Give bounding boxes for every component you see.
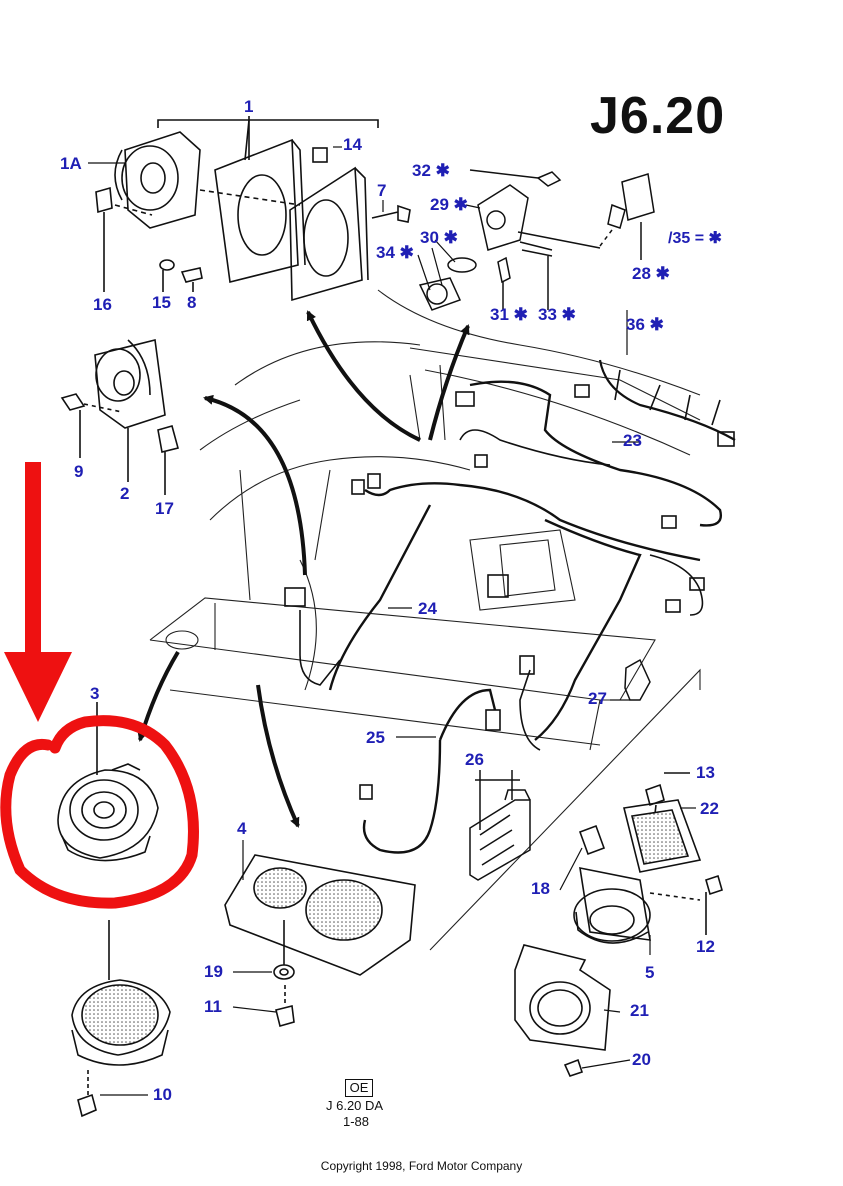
callout-9: 9	[74, 462, 84, 481]
callout-36: 36 ✱	[626, 315, 664, 334]
page-code: J6.20	[590, 87, 726, 145]
callout-31: 31 ✱	[490, 305, 528, 324]
leader-lines	[88, 146, 696, 1096]
callout-19: 19	[204, 962, 223, 981]
rear-speaker-assembly	[514, 772, 723, 1077]
callout-3: 3	[90, 684, 100, 703]
callout-18: 18	[531, 879, 550, 898]
callout-34: 34 ✱	[376, 243, 414, 262]
speaker-10	[71, 920, 171, 1118]
rear-shelf-grille	[224, 854, 416, 1027]
front-door-speaker-assembly	[95, 116, 411, 302]
callout-32: 32 ✱	[412, 161, 450, 180]
callout-10: 10	[153, 1085, 172, 1104]
callout-33: 33 ✱	[538, 305, 576, 324]
connector-module	[469, 658, 651, 881]
rear-door-speaker-assembly	[60, 339, 179, 495]
callout-5: 5	[645, 963, 655, 982]
red-circle-annotation	[0, 715, 199, 909]
callout-1: 1	[244, 97, 254, 116]
callout-7: 7	[377, 181, 387, 200]
callout-21: 21	[630, 1001, 649, 1020]
callout-13: 13	[696, 763, 715, 782]
wiring-harnesses	[284, 359, 736, 854]
callout-2: 2	[120, 484, 130, 503]
location-arrows	[137, 310, 470, 828]
copyright-notice: Copyright 1998, Ford Motor Company	[320, 1159, 523, 1173]
reference-date: 1-88	[343, 1114, 370, 1129]
oe-reference-box: OE	[345, 1079, 373, 1097]
callout-11: 11	[204, 997, 222, 1016]
vehicle-interior-outline	[149, 289, 701, 951]
callout-28: 28 ✱	[632, 264, 670, 283]
callout-14: 14	[343, 135, 362, 154]
callout-16: 16	[93, 295, 112, 314]
callout-4: 4	[237, 819, 247, 838]
asterisk-legend: /35 = ✱	[668, 230, 722, 247]
callout-26: 26	[465, 750, 484, 769]
callout-29: 29 ✱	[430, 195, 468, 214]
reference-code: J 6.20 DA	[326, 1098, 384, 1113]
callout-24: 24	[418, 599, 437, 618]
callout-30: 30 ✱	[420, 228, 458, 247]
radio-control-assembly	[418, 169, 655, 311]
speaker-3	[57, 702, 159, 862]
callout-22: 22	[700, 799, 719, 818]
callout-23: 23	[623, 431, 642, 450]
callout-20: 20	[632, 1050, 651, 1069]
callout-8: 8	[187, 293, 197, 312]
callout-12: 12	[696, 937, 715, 956]
red-arrow-annotation	[4, 462, 72, 722]
callout-25: 25	[366, 728, 385, 747]
callout-17: 17	[155, 499, 174, 518]
callout-27: 27	[588, 689, 607, 708]
callout-15: 15	[152, 293, 171, 312]
callout-1a: 1A	[60, 154, 82, 173]
